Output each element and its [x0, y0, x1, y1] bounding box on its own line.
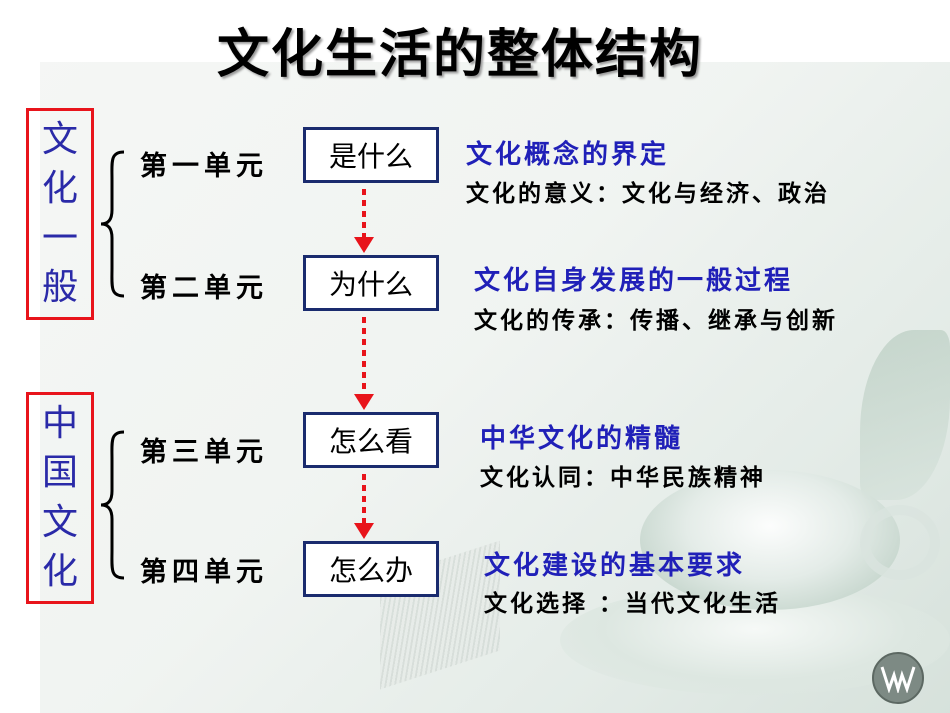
unit-label-4: 第四单元	[140, 550, 268, 589]
group-char: 中	[42, 406, 78, 442]
desc-sub-4: 文化选择 ：当代文化生活	[484, 584, 781, 618]
desc-title-2: 文化自身发展的一般过程	[474, 260, 793, 297]
background-cup-handle	[860, 505, 940, 580]
group-char: 一	[42, 221, 78, 257]
circular-logo-icon	[872, 652, 924, 704]
group-box-general-culture: 文 化 一 般	[26, 108, 94, 320]
desc-sub-1: 文化的意义：文化与经济、政治	[466, 174, 830, 208]
question-box-1: 是什么	[303, 127, 439, 183]
group-char: 国	[42, 455, 78, 491]
group-char: 化	[42, 171, 78, 207]
desc-title-4: 文化建设的基本要求	[484, 545, 745, 582]
group-box-chinese-culture: 中 国 文 化	[26, 392, 94, 604]
unit-label-1: 第一单元	[140, 144, 268, 183]
desc-title-3: 中华文化的精髓	[480, 418, 683, 455]
group-char: 化	[42, 554, 78, 590]
page-title: 文化生活的整体结构	[0, 12, 920, 87]
desc-title-1: 文化概念的界定	[466, 134, 669, 171]
curly-brace-icon	[98, 150, 128, 298]
dotted-arrow-down-icon	[351, 187, 377, 255]
dotted-arrow-down-icon	[351, 472, 377, 541]
curly-brace-icon	[98, 430, 128, 580]
group-char: 文	[42, 505, 78, 541]
question-box-4: 怎么办	[303, 541, 439, 597]
question-box-3: 怎么看	[303, 412, 439, 468]
desc-sub-3: 文化认同：中华民族精神	[480, 458, 766, 492]
group-char: 般	[42, 270, 78, 306]
unit-label-3: 第三单元	[140, 430, 268, 469]
unit-label-2: 第二单元	[140, 266, 268, 305]
dotted-arrow-down-icon	[351, 315, 377, 412]
question-box-2: 为什么	[303, 255, 439, 311]
group-char: 文	[42, 122, 78, 158]
desc-sub-2: 文化的传承：传播、继承与创新	[474, 301, 838, 335]
